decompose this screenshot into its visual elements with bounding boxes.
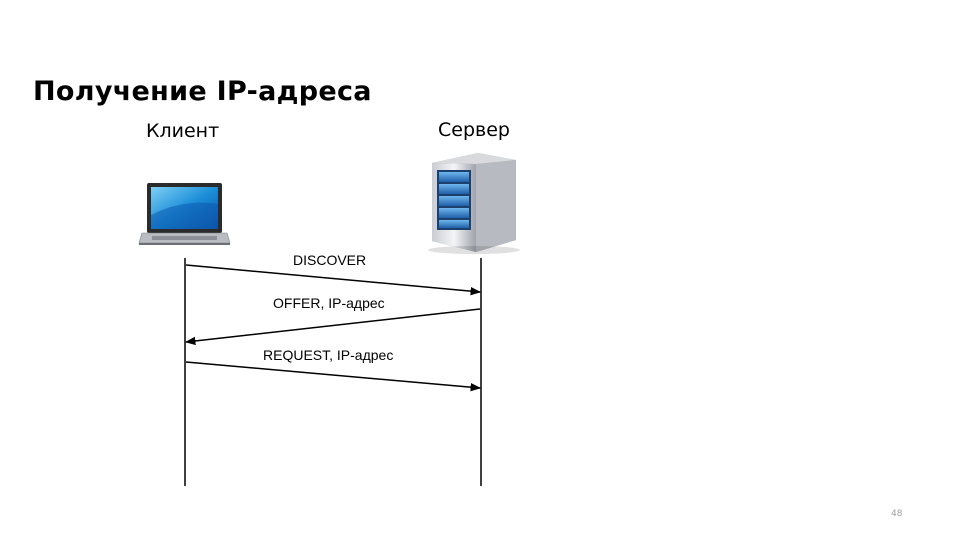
server-icon	[428, 153, 520, 254]
message-label-offer: OFFER, IP-адрес	[273, 295, 385, 311]
message-arrow-offer	[186, 309, 480, 342]
page-number: 48	[891, 509, 902, 519]
message-label-discover: DISCOVER	[293, 252, 366, 268]
laptop-icon	[139, 183, 230, 245]
message-arrow-request	[186, 362, 480, 388]
message-label-request: REQUEST, IP-адрес	[263, 347, 393, 363]
message-arrow-discover	[186, 265, 480, 292]
